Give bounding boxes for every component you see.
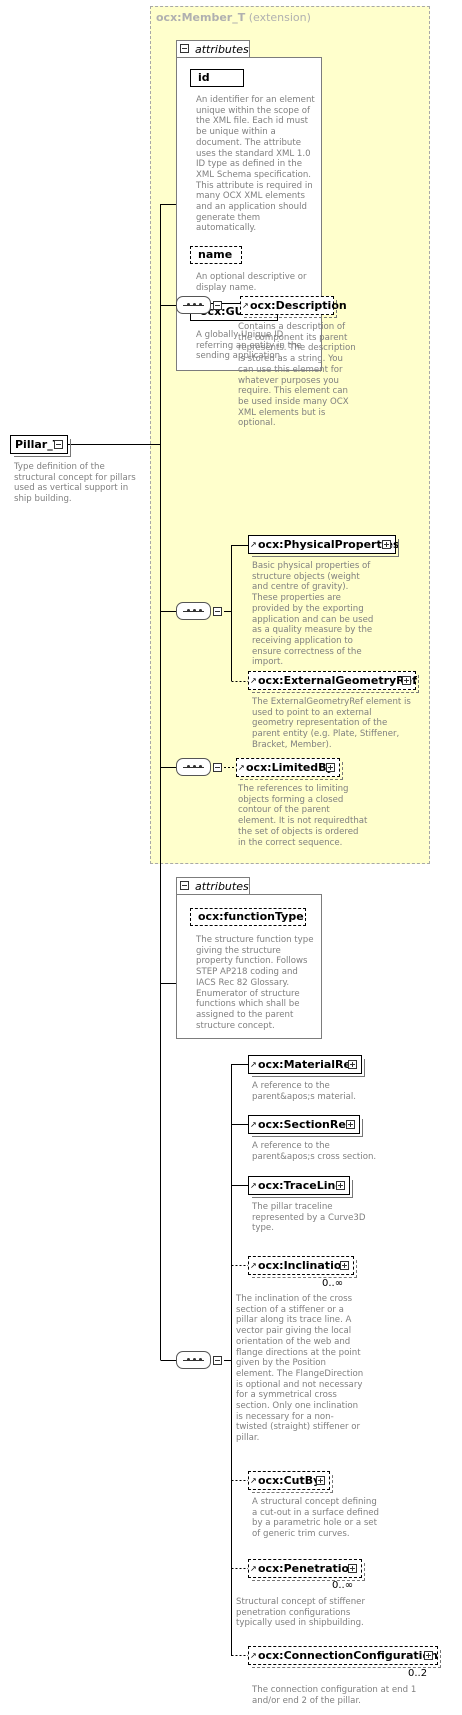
cardinality-label: 0..∞ <box>322 1278 344 1289</box>
sequence-compositor[interactable] <box>176 758 211 776</box>
root-doc: Type definition of the structural concep… <box>14 462 136 505</box>
element-section-ref[interactable]: ↗ocx:SectionRef <box>248 1115 363 1137</box>
attr-id-doc: An identifier for an element unique with… <box>196 95 315 234</box>
cardinality-label: 0..2 <box>408 1668 428 1679</box>
collapse-icon[interactable] <box>54 440 63 449</box>
expand-icon[interactable] <box>346 1120 355 1129</box>
element-label: ocx:CutBy <box>258 1474 321 1487</box>
root-element[interactable]: Pillar_T <box>10 435 71 457</box>
element-external-geometry-ref[interactable]: ↗ocx:ExternalGeometryRef <box>248 671 419 693</box>
collapse-icon[interactable] <box>213 1356 222 1365</box>
expand-icon[interactable] <box>382 540 391 549</box>
element-material-ref-doc: A reference to the parent&apos;s materia… <box>252 1081 357 1102</box>
attr-name[interactable]: name <box>190 246 242 264</box>
extension-note: (extension) <box>248 11 311 24</box>
expand-icon[interactable] <box>424 1651 433 1660</box>
element-label: ocx:Inclination <box>258 1259 350 1272</box>
element-trace-line[interactable]: ↗ocx:TraceLine <box>248 1176 353 1198</box>
element-description[interactable]: ↗ocx:Description <box>240 296 347 318</box>
attr-id[interactable]: id <box>190 69 244 87</box>
ext-attributes-tab[interactable]: attributes <box>176 40 250 58</box>
element-label: ocx:SectionRef <box>258 1118 351 1131</box>
root-label: Pillar_T <box>15 438 61 451</box>
element-trace-line-doc: The pillar traceline represented by a Cu… <box>252 1202 366 1234</box>
element-physical-properties[interactable]: ↗ocx:PhysicalProperties <box>248 535 400 557</box>
expand-icon[interactable] <box>402 676 411 685</box>
attributes-label: attributes <box>195 880 249 893</box>
attr-guidref-doc: A globally Unique ID referring an entity… <box>196 330 302 362</box>
expand-icon[interactable] <box>348 1060 357 1069</box>
element-penetration-doc: Structural concept of stiffener penetrat… <box>236 1597 365 1629</box>
element-label: ocx:Description <box>250 299 347 312</box>
expand-icon[interactable] <box>326 763 335 772</box>
element-limited-by[interactable]: ↗ocx:LimitedBy <box>236 758 343 780</box>
element-connection-configuration-doc: The connection configuration at end 1 an… <box>252 1685 417 1706</box>
element-connection-configuration[interactable]: ↗ocx:ConnectionConfiguration <box>248 1646 441 1668</box>
collapse-icon[interactable] <box>213 763 222 772</box>
sequence-compositor[interactable] <box>176 602 211 620</box>
attributes-label: attributes <box>195 43 249 56</box>
attr-name-doc: An optional descriptive or display name. <box>196 272 307 293</box>
element-physical-properties-doc: Basic physical properties of structure o… <box>252 561 374 668</box>
element-label: ocx:LimitedBy <box>246 761 334 774</box>
element-limited-by-doc: The references to limiting objects formi… <box>238 784 368 848</box>
element-label: ocx:PhysicalProperties <box>258 538 400 551</box>
element-material-ref[interactable]: ↗ocx:MaterialRef <box>248 1055 365 1077</box>
element-cut-by[interactable]: ↗ocx:CutBy <box>248 1471 333 1493</box>
element-inclination-doc: The inclination of the cross section of … <box>236 1294 364 1444</box>
element-label: ocx:ConnectionConfiguration <box>258 1649 438 1662</box>
expand-icon[interactable] <box>340 1261 349 1270</box>
own-attributes-tab[interactable]: attributes <box>176 877 250 895</box>
element-description-doc: Contains a description of the component … <box>238 322 356 429</box>
collapse-icon[interactable] <box>180 881 189 890</box>
collapse-icon[interactable] <box>180 44 189 53</box>
element-label: ocx:Penetration <box>258 1562 357 1575</box>
element-label: ocx:ExternalGeometryRef <box>258 674 417 687</box>
element-section-ref-doc: A reference to the parent&apos;s cross s… <box>252 1141 377 1162</box>
sequence-compositor[interactable] <box>176 1351 211 1369</box>
expand-icon[interactable] <box>348 1564 357 1573</box>
element-label: ocx:MaterialRef <box>258 1058 356 1071</box>
element-cut-by-doc: A structural concept defining a cut-out … <box>252 1497 380 1540</box>
element-penetration[interactable]: ↗ocx:Penetration <box>248 1559 365 1581</box>
collapse-icon[interactable] <box>213 607 222 616</box>
sequence-compositor[interactable] <box>176 296 211 314</box>
attr-function-type-doc: The structure function type giving the s… <box>196 935 314 1031</box>
element-external-geometry-ref-doc: The ExternalGeometryRef element is used … <box>252 697 411 750</box>
collapse-icon[interactable] <box>213 301 222 310</box>
extension-base: ocx:Member_T <box>156 11 246 24</box>
expand-icon[interactable] <box>316 1476 325 1485</box>
element-inclination[interactable]: ↗ocx:Inclination <box>248 1256 357 1278</box>
expand-icon[interactable] <box>336 1181 345 1190</box>
cardinality-label: 0..∞ <box>332 1580 354 1591</box>
attr-function-type[interactable]: ocx:functionType <box>190 908 306 926</box>
extension-title: ocx:Member_T (extension) <box>156 11 311 24</box>
element-label: ocx:TraceLine <box>258 1179 343 1192</box>
